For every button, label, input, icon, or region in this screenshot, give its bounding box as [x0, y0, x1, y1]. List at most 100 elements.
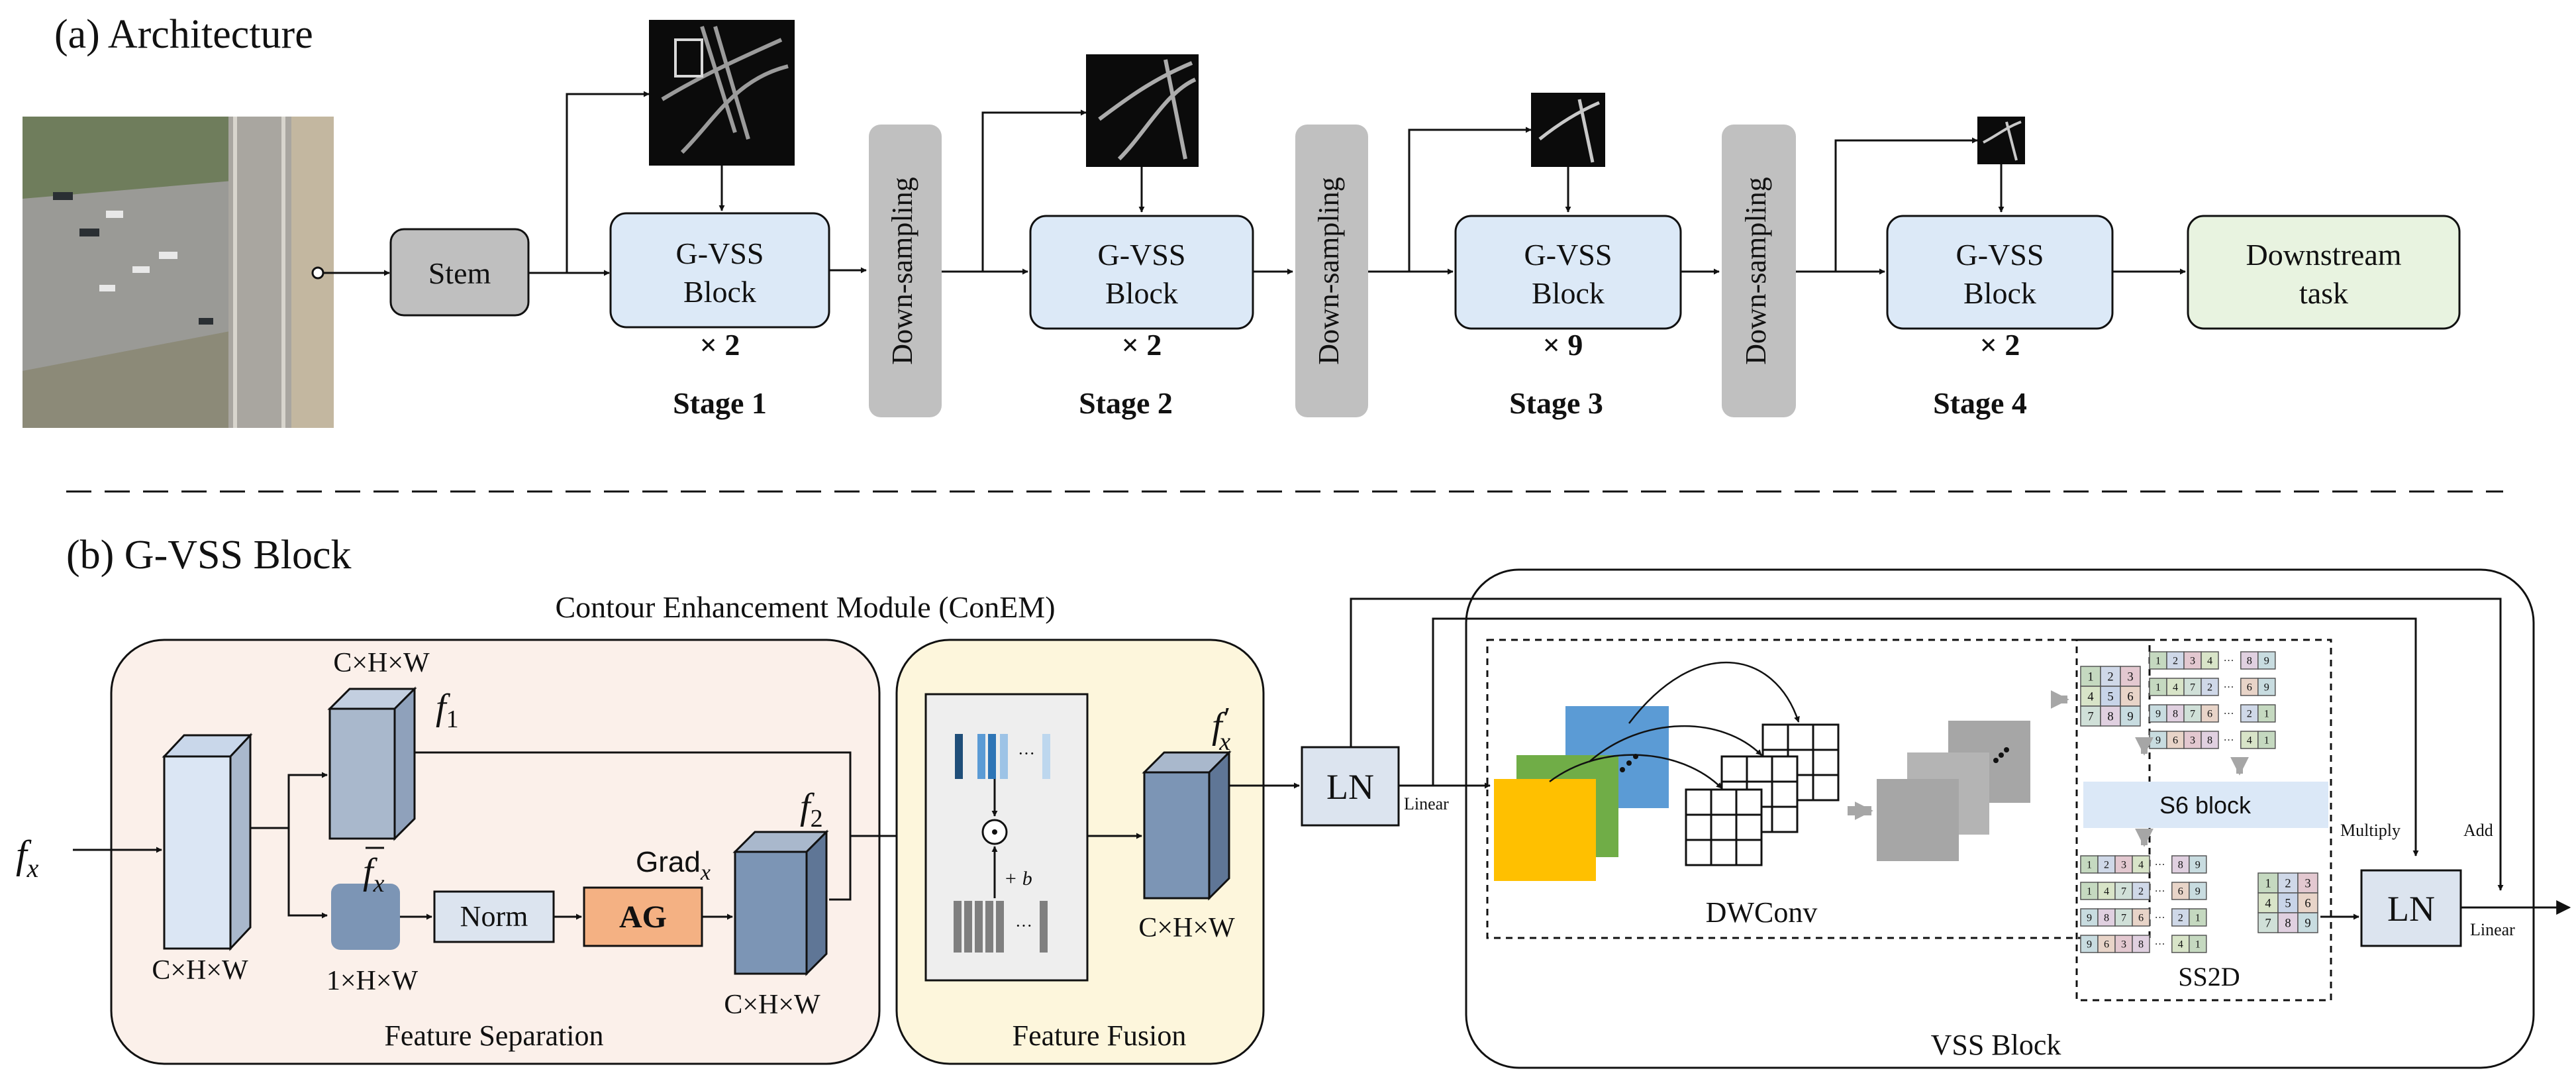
scan-cell-value: 3 — [2190, 656, 2195, 667]
svg-text:···: ··· — [1018, 744, 1035, 763]
feature-separation-label: Feature Separation — [384, 1019, 603, 1052]
gvss-block-2-line2: Block — [1105, 276, 1178, 310]
scan-cell-value: 3 — [2121, 939, 2126, 951]
downsampling-2-label: Down-sampling — [1313, 177, 1345, 365]
scan-cell-value: 6 — [2247, 682, 2252, 694]
gvss-block-1-line2: Block — [683, 275, 756, 309]
plus-b-label: + b — [1004, 868, 1032, 890]
scan-cell-value: 1 — [2155, 656, 2161, 667]
gvss-block-3-line1: G-VSS — [1524, 238, 1612, 272]
patch-cell — [2297, 892, 2318, 913]
fbar-dim-label: 1×H×W — [326, 966, 419, 996]
ag-box — [583, 886, 703, 947]
scan-cell-value: 1 — [2195, 939, 2201, 951]
patch-cell-value: 5 — [2107, 690, 2113, 704]
scan-cell-value: 4 — [2173, 682, 2178, 694]
scan-cell-value: 9 — [2087, 913, 2092, 924]
conem-title: Contour Enhancement Module (ConEM) — [555, 590, 1055, 624]
conv-kernel-grid-front — [1685, 788, 1763, 866]
scan-cell — [2080, 882, 2099, 900]
patch-cell-value: 1 — [2265, 877, 2271, 891]
scan-cell-value: 8 — [2104, 913, 2109, 924]
scan-ellipsis: ··· — [2224, 709, 2234, 720]
scan-cell-value: 8 — [2178, 860, 2183, 871]
fx-prime-cuboid — [1142, 750, 1232, 901]
scan-cell-value: 9 — [2195, 886, 2201, 898]
scan-cell — [2171, 935, 2190, 953]
multiply-label: Multiply — [2340, 821, 2401, 840]
patch-cell-value: 5 — [2285, 897, 2291, 911]
patch-cell-value: 3 — [2127, 670, 2133, 684]
downstream-line2: task — [2299, 276, 2348, 310]
dwconv-label: DWConv — [1706, 896, 1818, 929]
scan-cell — [2114, 882, 2133, 900]
f2-cuboid — [732, 829, 829, 976]
patch-cell — [2277, 912, 2299, 933]
stage-3-repeat: × 9 — [1543, 328, 1583, 362]
stage-2-repeat: × 2 — [1122, 328, 1162, 362]
scan-cell — [2183, 704, 2202, 723]
downsampling-1 — [869, 125, 942, 417]
downstream-task-box — [2187, 215, 2461, 330]
stem-label: Stem — [428, 256, 491, 290]
scan-cell-value: 2 — [2104, 860, 2109, 871]
patch-cell — [2297, 912, 2318, 933]
part-a-title: (a) Architecture — [54, 12, 313, 57]
gvss-block-stage-4 — [1886, 215, 2114, 330]
downsampling-3 — [1722, 125, 1796, 417]
scan-cell — [2189, 908, 2207, 927]
patch-cell — [2120, 686, 2141, 707]
scan-cell-value: 1 — [2087, 886, 2092, 898]
scan-ellipsis: ··· — [2224, 735, 2234, 747]
scan-cell — [2132, 908, 2150, 927]
vss-block-container — [1465, 568, 2535, 1069]
stage-4-label: Stage 4 — [1933, 386, 2027, 420]
scan-cell-value: 4 — [2104, 886, 2109, 898]
downsampling-2 — [1295, 125, 1368, 417]
patch-cell — [2100, 666, 2121, 687]
patch-cell-value: 9 — [2304, 917, 2310, 931]
fx-prime-dim-label: C×H×W — [1138, 913, 1235, 943]
patch-cell-value: 6 — [2127, 690, 2133, 704]
output-channel-stack — [1877, 721, 2030, 861]
vss-block-label: VSS Block — [1931, 1029, 2061, 1061]
scan-cell-value: 6 — [2207, 709, 2212, 720]
s6-block — [2083, 782, 2328, 828]
scan-cell — [2183, 678, 2202, 696]
scan-cell — [2240, 704, 2259, 723]
scan-cell — [2097, 935, 2116, 953]
feature-fusion-label: Feature Fusion — [1013, 1019, 1187, 1052]
svg-text:···: ··· — [1015, 916, 1032, 935]
scan-cell-value: 1 — [2264, 709, 2269, 720]
scan-cell-value: 9 — [2264, 656, 2269, 667]
patch-cell — [2257, 892, 2279, 913]
patch-cell-value: 9 — [2127, 710, 2133, 724]
scan-cell-value: 8 — [2247, 656, 2252, 667]
layernorm-2 — [2360, 869, 2462, 947]
scan-cell — [2201, 731, 2219, 749]
scan-cell-value: 1 — [2264, 735, 2269, 747]
gvss-block-stage-3 — [1454, 215, 1682, 330]
feature-map-thumbnail-1 — [649, 20, 795, 166]
scan-cell-value: 6 — [2104, 939, 2109, 951]
ag-label: AG — [619, 900, 667, 935]
downsampling-3-label: Down-sampling — [1740, 177, 1772, 365]
scan-cell — [2201, 704, 2219, 723]
scan-cell — [2080, 908, 2099, 927]
stage-1-repeat: × 2 — [700, 328, 740, 362]
grad-label: Gradx — [636, 846, 711, 885]
scan-ellipsis: ··· — [2155, 886, 2165, 898]
scan-cell-value: 9 — [2195, 860, 2201, 871]
patch-cell-value: 1 — [2087, 670, 2093, 684]
scan-cell — [2201, 651, 2219, 670]
scan-cell — [2166, 704, 2185, 723]
scan-cell-value: 1 — [2087, 860, 2092, 871]
scan-cell — [2149, 704, 2167, 723]
add-label: Add — [2463, 821, 2493, 840]
scan-cell — [2171, 908, 2190, 927]
patch-cell-value: 4 — [2087, 690, 2093, 704]
ss2d-label: SS2D — [2178, 962, 2240, 992]
aerial-input-image — [23, 117, 334, 428]
